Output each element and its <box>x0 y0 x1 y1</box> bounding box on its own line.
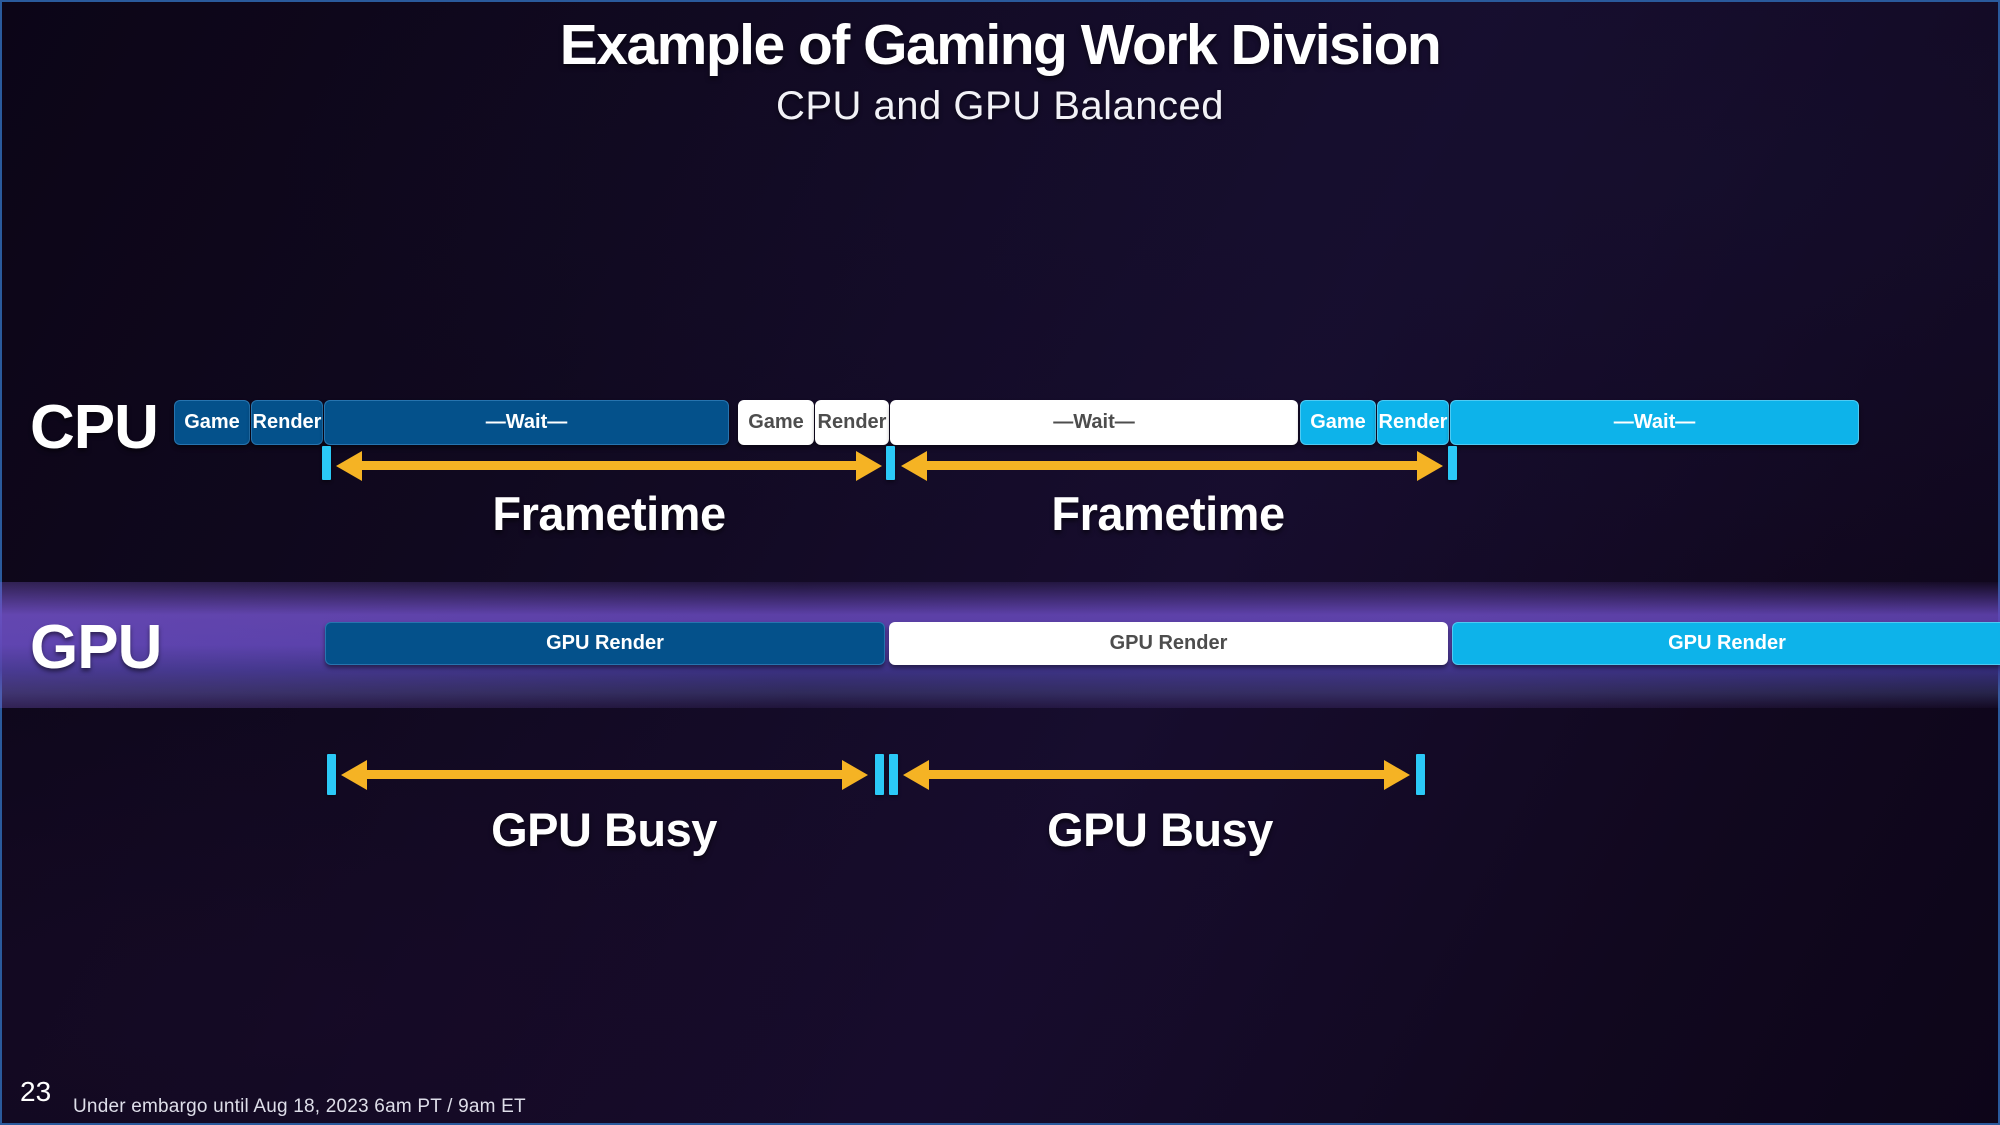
gpu-busy-tick-2b <box>889 754 898 795</box>
page-number: 23 <box>20 1076 52 1107</box>
cpu-block-game-3: Game <box>1300 400 1376 445</box>
frametime-arrow-1 <box>336 450 882 481</box>
frametime-label-2: Frametime <box>1051 487 1285 540</box>
gpu-row-label: GPU <box>30 613 162 682</box>
slide-title: Example of Gaming Work Division <box>559 13 1442 77</box>
frametime-tick-1 <box>322 446 331 480</box>
gpu-block-render-2: GPU Render <box>889 622 1448 665</box>
cpu-block-wait-2: —Wait— <box>890 400 1298 445</box>
gpu-block-render-3: GPU Render <box>1452 622 2000 665</box>
cpu-block-render-2: Render <box>815 400 889 445</box>
gpu-busy-arrow-2 <box>903 759 1410 790</box>
cpu-block-wait-3: —Wait— <box>1450 400 1859 445</box>
cpu-block-render-1: Render <box>251 400 323 445</box>
slide-subtitle: CPU and GPU Balanced <box>775 84 1224 128</box>
frametime-arrow-2 <box>901 450 1443 481</box>
gpu-busy-tick-1 <box>327 754 336 795</box>
gpu-block-render-1: GPU Render <box>325 622 885 665</box>
cpu-row-label: CPU <box>30 393 159 462</box>
cpu-block-game-2: Game <box>738 400 814 445</box>
gpu-busy-tick-3 <box>1416 754 1425 795</box>
frametime-tick-3 <box>1448 446 1457 480</box>
embargo-note: Under embargo until Aug 18, 2023 6am PT … <box>73 1096 526 1117</box>
cpu-block-wait-1: —Wait— <box>324 400 729 445</box>
cpu-block-render-3: Render <box>1377 400 1449 445</box>
cpu-block-game-1: Game <box>174 400 250 445</box>
gpu-busy-arrow-1 <box>341 759 868 790</box>
frametime-label-1: Frametime <box>492 487 726 540</box>
frametime-tick-2 <box>886 446 895 480</box>
gpu-busy-tick-2a <box>875 754 884 795</box>
gpu-busy-label-2: GPU Busy <box>1047 803 1273 856</box>
gpu-busy-label-1: GPU Busy <box>491 803 717 856</box>
